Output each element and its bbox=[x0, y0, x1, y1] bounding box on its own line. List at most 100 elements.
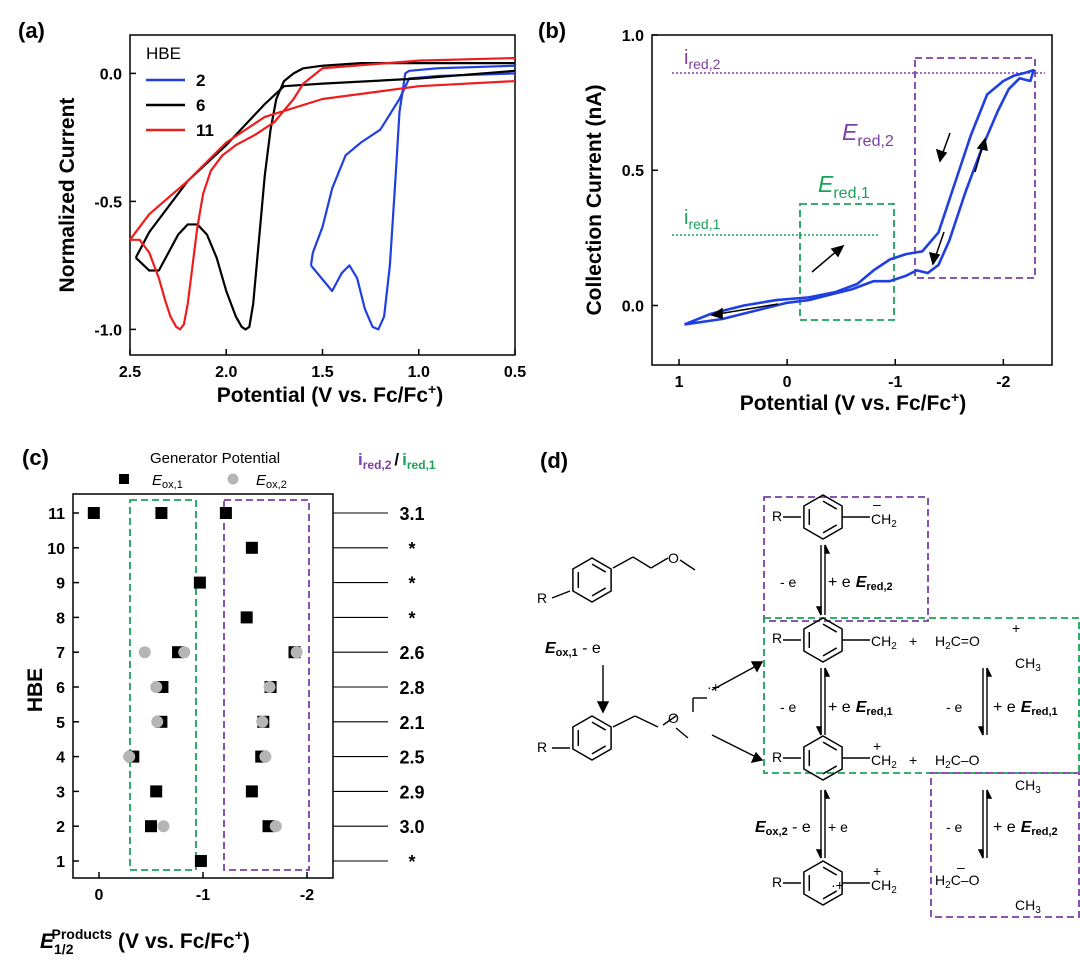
ratio-value: * bbox=[408, 539, 415, 559]
y-tick-label-c: 1 bbox=[56, 854, 65, 871]
ered2-label: Ered,2 bbox=[842, 119, 894, 150]
series-line-a-6 bbox=[135, 62, 515, 331]
chart-a-xlabel: Potential (V vs. Fc/Fc+) bbox=[217, 381, 443, 407]
benzene-double-bond bbox=[822, 741, 838, 751]
series-line-a-return-11 bbox=[129, 79, 516, 241]
scheme-r-3: R bbox=[772, 508, 782, 524]
scheme-ch2-4: CH2 bbox=[871, 877, 897, 896]
benzene-double-bond bbox=[591, 721, 607, 731]
benzene-ring bbox=[803, 735, 843, 781]
eq-head bbox=[986, 789, 993, 799]
scheme-r-4: R bbox=[772, 630, 782, 646]
y-tick-label-c: 3 bbox=[56, 784, 65, 801]
scheme-plus-e-4: + e bbox=[828, 819, 848, 835]
eox1-marker bbox=[240, 611, 253, 624]
scheme-r-1: R bbox=[537, 590, 547, 606]
bond-r bbox=[551, 590, 571, 599]
eox1-marker bbox=[150, 785, 163, 798]
ered2-box bbox=[914, 57, 1036, 279]
scheme-radcat-2: ·+ bbox=[831, 877, 844, 893]
scheme-o-2: O bbox=[668, 710, 679, 726]
scheme-ch3-2: CH3 bbox=[1015, 777, 1041, 796]
legend-eox1-label: Eox,1 bbox=[152, 472, 183, 491]
x-tick-label-b: 1 bbox=[675, 374, 684, 391]
eq-head bbox=[815, 849, 822, 859]
ratio-value: * bbox=[408, 574, 415, 594]
scheme-ch3-1: CH3 bbox=[1015, 655, 1041, 674]
y-tick-label-b: 1.0 bbox=[622, 28, 644, 45]
y-tick-label-c: 4 bbox=[56, 750, 65, 767]
ratio-value: 3.1 bbox=[399, 504, 424, 524]
panel-label-b: (b) bbox=[538, 18, 566, 43]
arrow-diag-1 bbox=[711, 664, 759, 691]
eox1-group-box bbox=[129, 499, 197, 871]
bond-o bbox=[662, 715, 677, 726]
eq-head bbox=[824, 544, 831, 554]
eox2-marker bbox=[256, 715, 269, 728]
arrowhead bbox=[596, 701, 610, 714]
panel-label-c: (c) bbox=[22, 445, 49, 470]
chart-a-ylabel: Normalized Current bbox=[56, 98, 79, 293]
scheme-minus-2: – bbox=[957, 859, 965, 875]
scheme-plus-2: + bbox=[1012, 620, 1020, 636]
legend-title: HBE bbox=[146, 44, 181, 63]
legend-eox2-marker bbox=[227, 473, 239, 485]
y-tick-label-a: -0.5 bbox=[94, 194, 122, 211]
chart-a-legend: HBE 2 6 11 bbox=[146, 44, 214, 140]
chart-c-xlabel: E1/2Products (V vs. Fc/Fc+) bbox=[40, 926, 250, 957]
y-tick-label-b: 0.0 bbox=[622, 298, 644, 315]
scheme-o-1: O bbox=[668, 550, 679, 566]
scheme-ch3-3: CH3 bbox=[1015, 897, 1041, 916]
y-tick-label-c: 5 bbox=[56, 715, 65, 732]
arrowhead bbox=[750, 661, 764, 673]
benzene-double-bond bbox=[822, 647, 838, 657]
eq-head bbox=[824, 667, 831, 677]
series-line-b bbox=[683, 68, 1035, 326]
eox2-marker bbox=[290, 646, 303, 659]
scheme-ch2-3: CH2 bbox=[871, 752, 897, 771]
x-tick-label-a: 1.5 bbox=[311, 364, 333, 381]
x-tick-label-a: 1.0 bbox=[408, 364, 430, 381]
bond-chain bbox=[632, 556, 652, 569]
series-line-a-return-2 bbox=[309, 72, 516, 266]
legend-label-11: 11 bbox=[196, 121, 214, 140]
y-tick-label-a: -1.0 bbox=[94, 322, 122, 339]
eox1-marker bbox=[245, 541, 258, 554]
chart-b-xlabel: Potential (V vs. Fc/Fc+) bbox=[740, 389, 966, 415]
ired2-label: ired,2 bbox=[684, 47, 721, 72]
eox2-marker bbox=[259, 750, 272, 763]
ratio-header: ired,2/ired,1 bbox=[358, 450, 436, 472]
x-tick-label-b: -1 bbox=[888, 374, 902, 391]
scheme-ch2-2: CH2 bbox=[871, 633, 897, 652]
benzene-ring bbox=[803, 617, 843, 663]
ratio-value: * bbox=[408, 852, 415, 872]
benzene-ring bbox=[572, 557, 612, 603]
y-tick-label-a: 0.0 bbox=[100, 66, 122, 83]
benzene-ring bbox=[803, 860, 843, 906]
chart-c-frame bbox=[72, 493, 334, 879]
eq-head bbox=[815, 606, 822, 616]
y-tick-label-b: 0.5 bbox=[622, 163, 644, 180]
series-line-a-return-6 bbox=[134, 69, 516, 259]
eq-head bbox=[986, 667, 993, 677]
chart-b-ylabel: Collection Current (nA) bbox=[583, 85, 606, 316]
scheme-plus-1: + bbox=[909, 633, 917, 649]
benzene-double-bond bbox=[822, 500, 838, 510]
scheme-minus-e-3: - e bbox=[946, 699, 963, 715]
ered1-box bbox=[799, 203, 895, 321]
benzene-double-bond bbox=[591, 563, 607, 573]
ired1-label: ired,1 bbox=[684, 207, 721, 232]
bond-chain bbox=[650, 557, 669, 569]
scheme-minus-e-2: - e bbox=[780, 699, 797, 715]
scan-arrows bbox=[710, 132, 988, 320]
series-line-a-11 bbox=[130, 56, 516, 331]
scheme-plus-4: + bbox=[909, 752, 917, 768]
panel-label-a: (a) bbox=[18, 18, 45, 43]
benzene-double-bond bbox=[822, 890, 838, 900]
